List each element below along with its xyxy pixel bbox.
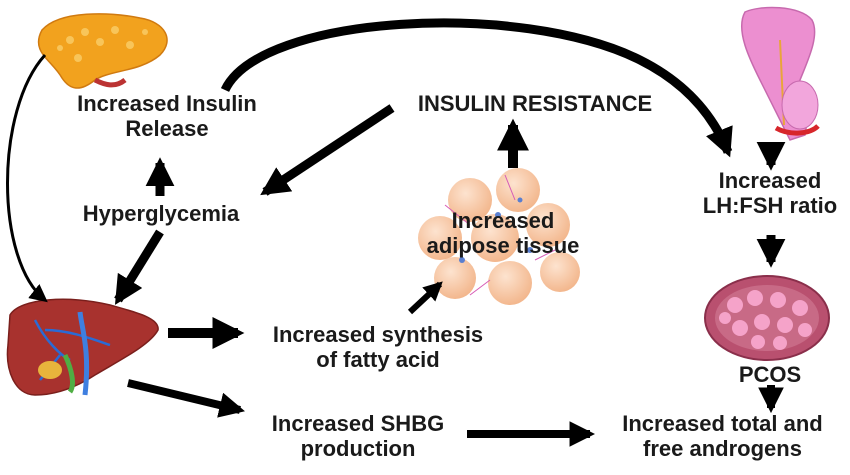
label-insulin-resistance: INSULIN RESISTANCE: [417, 91, 653, 116]
label-shbg-line1: Increased SHBG: [271, 411, 445, 436]
arrow-pancreas-to-liver: [6, 53, 48, 303]
label-fatty-acid-line1: Increased synthesis: [272, 322, 484, 347]
label-pcos: PCOS: [738, 362, 802, 387]
pancreas-illustration: [37, 13, 168, 89]
arrow-resistance-to-hyperglycemia: [260, 104, 395, 196]
label-adipose: Increased adipose tissue: [408, 208, 598, 258]
label-androgens-line2: free androgens: [643, 436, 802, 461]
label-lh-fsh-line2: LH:FSH ratio: [702, 193, 838, 218]
label-lh-fsh-line1: Increased: [718, 168, 822, 193]
liver-illustration: [6, 298, 159, 396]
label-shbg: Increased SHBG production: [250, 411, 466, 461]
arrows: [6, 18, 786, 447]
label-adipose-line1: Increased: [451, 208, 555, 233]
arrow-hyperglycemia-to-liver: [114, 229, 164, 305]
label-hyperglycemia: Hyperglycemia: [82, 201, 240, 226]
label-insulin-release-line2: Release: [125, 116, 209, 141]
label-insulin-release-line1: Increased Insulin: [77, 91, 257, 116]
arrow-insulin-to-lhfsh: [220, 18, 733, 158]
label-androgens: Increased total and free androgens: [600, 411, 845, 461]
label-fatty-acid-line2: of fatty acid: [316, 347, 440, 372]
adipose-cells-illustration: [418, 168, 580, 305]
label-shbg-line2: production: [300, 436, 416, 461]
label-fatty-acid: Increased synthesis of fatty acid: [250, 322, 506, 372]
arrow-fattyacid-to-adipose: [407, 281, 443, 315]
polycystic-ovary-illustration: [704, 275, 830, 361]
arrow-liver-to-shbg: [127, 379, 245, 418]
label-lh-fsh: Increased LH:FSH ratio: [690, 168, 850, 218]
pituitary-illustration: [740, 6, 820, 141]
label-insulin-release: Increased Insulin Release: [52, 91, 282, 141]
label-adipose-line2: adipose tissue: [426, 233, 580, 258]
label-androgens-line1: Increased total and: [622, 411, 823, 436]
